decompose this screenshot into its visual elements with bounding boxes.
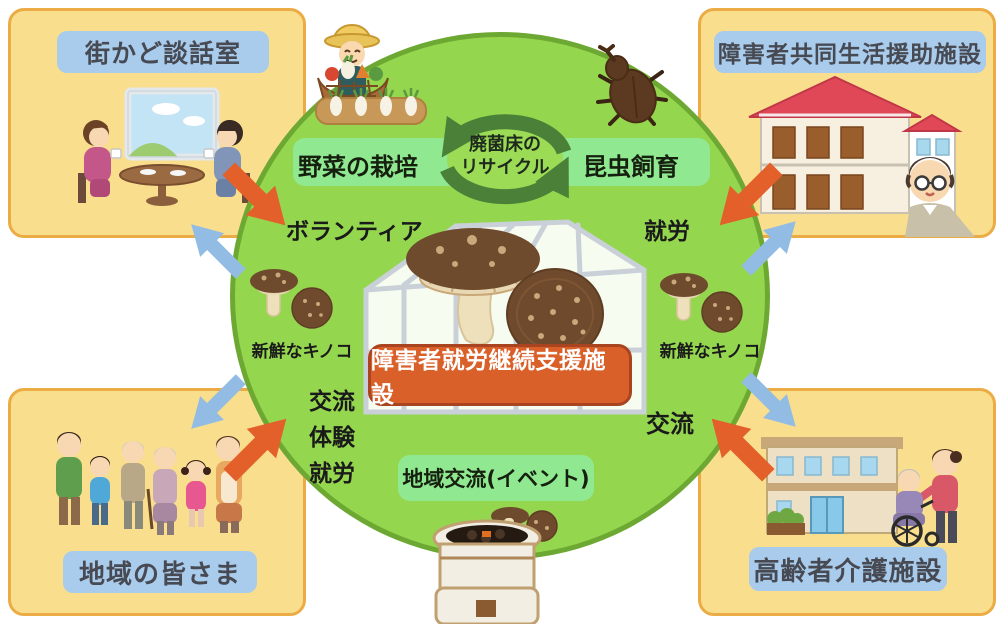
flow-exchange-right: 交流 [646,410,694,438]
beetle-icon [596,44,668,126]
group-home-title: 障害者共同生活援助施設 [714,31,986,73]
mushroom-pair-left-icon [250,269,333,329]
arrow-in-bottom-right [694,401,786,493]
arrow-out-top-right [731,206,812,287]
arrow-out-bottom-left [176,364,257,445]
box-community: 地域の皆さま [8,388,306,616]
care-facility-title: 高齢者介護施設 [749,547,947,591]
flow-fresh-mushroom-left: 新鮮なキノコ [251,342,353,362]
big-mushroom-side-icon [406,228,540,346]
mushroom-pair-right-icon [660,273,743,333]
street-lounge-title: 街かど談話室 [57,31,269,73]
care-facility-illustration [761,437,962,547]
community-people-illustration [56,432,242,535]
cycle-recycle-label: 廃菌床の リサイクル [460,134,550,178]
event-label: 地域交流(イベント) [398,455,594,501]
box-street-lounge: 街かど談話室 [8,8,306,238]
flow-work-right: 就労 [644,219,690,245]
box-care-facility: 高齢者介護施設 [698,388,996,616]
cycle-insect-label: 昆虫飼育 [583,153,679,181]
group-home-illustration [748,75,975,237]
flow-exchange-experience-work: 交流 体験 就労 [309,389,355,487]
community-title: 地域の皆さま [63,551,257,593]
center-facility-label: 障害者就労継続支援施設 [368,344,632,408]
arrow-in-top-left [211,151,303,243]
cycle-vegetable-label: 野菜の栽培 [298,153,418,181]
recycle-arrows-icon [440,114,572,205]
charcoal-grill-icon [432,507,558,624]
vegetable-field-icon [315,88,427,125]
flow-fresh-mushroom-right: 新鮮なキノコ [659,342,761,362]
flow-volunteer: ボランティア [286,219,423,245]
box-group-home: 障害者共同生活援助施設 [698,8,996,238]
arrow-out-top-left [176,209,257,290]
arrow-in-top-right [702,151,794,243]
arrow-out-bottom-right [731,362,812,443]
arrow-in-bottom-left [212,401,304,493]
